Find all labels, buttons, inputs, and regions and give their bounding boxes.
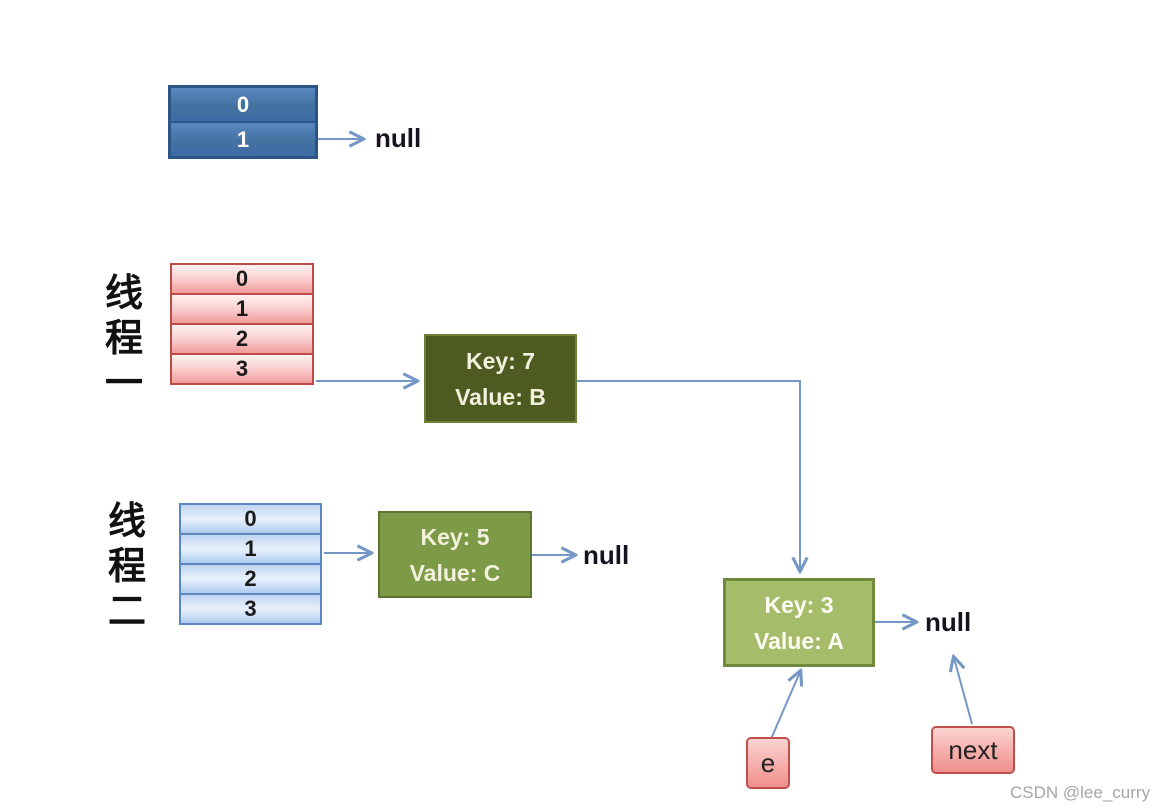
csdn-watermark: CSDN @lee_curry [1010, 783, 1151, 802]
null-label-after-node-c: null [583, 540, 630, 570]
node-key7-valueB: Key: 7 Value: B [424, 334, 577, 423]
thread1-label-char: 线 [104, 273, 143, 315]
null-label-top: null [375, 123, 422, 153]
pointer-box-e: e [746, 737, 790, 789]
thread2-label-char: 线 [107, 501, 146, 543]
table-cell: 0 [179, 503, 322, 535]
table-cell: 1 [171, 121, 315, 156]
thread1-bucket-table: 0 1 2 3 [170, 263, 314, 385]
thread1-label-char: 程 [104, 318, 143, 360]
node-key-line: Key: 3 [764, 591, 834, 618]
thread2-label-char: 二 [107, 591, 146, 633]
table-cell: 3 [170, 353, 314, 385]
table-cell: 1 [170, 293, 314, 325]
thread2-label: 线 程 二 [101, 500, 153, 635]
table-cell: 2 [170, 323, 314, 355]
node-key-line: Key: 7 [465, 347, 536, 374]
node-value-line: Value: C [409, 559, 501, 586]
arrow-next-to-null [954, 658, 973, 725]
node-key3-valueA: Key: 3 Value: A [723, 578, 875, 667]
thread2-bucket-table: 0 1 2 3 [179, 503, 322, 625]
thread1-label-char: 一 [104, 363, 143, 405]
thread1-label: 线 程 一 [98, 272, 150, 407]
pointer-box-next: next [931, 726, 1015, 774]
arrow-e-to-node-a [770, 672, 800, 740]
table-cell: 2 [179, 563, 322, 595]
node-value-line: Value: A [754, 627, 844, 654]
top-bucket-table: 0 1 [168, 85, 318, 159]
null-label-after-node-a: null [925, 607, 972, 637]
node-value-line: Value: B [455, 383, 546, 410]
table-cell: 0 [170, 263, 314, 295]
table-cell: 3 [179, 593, 322, 625]
node-key5-valueC: Key: 5 Value: C [378, 511, 532, 598]
node-key-line: Key: 5 [420, 523, 490, 550]
table-cell: 0 [171, 88, 315, 121]
thread2-label-char: 程 [107, 546, 146, 588]
table-cell: 1 [179, 533, 322, 565]
